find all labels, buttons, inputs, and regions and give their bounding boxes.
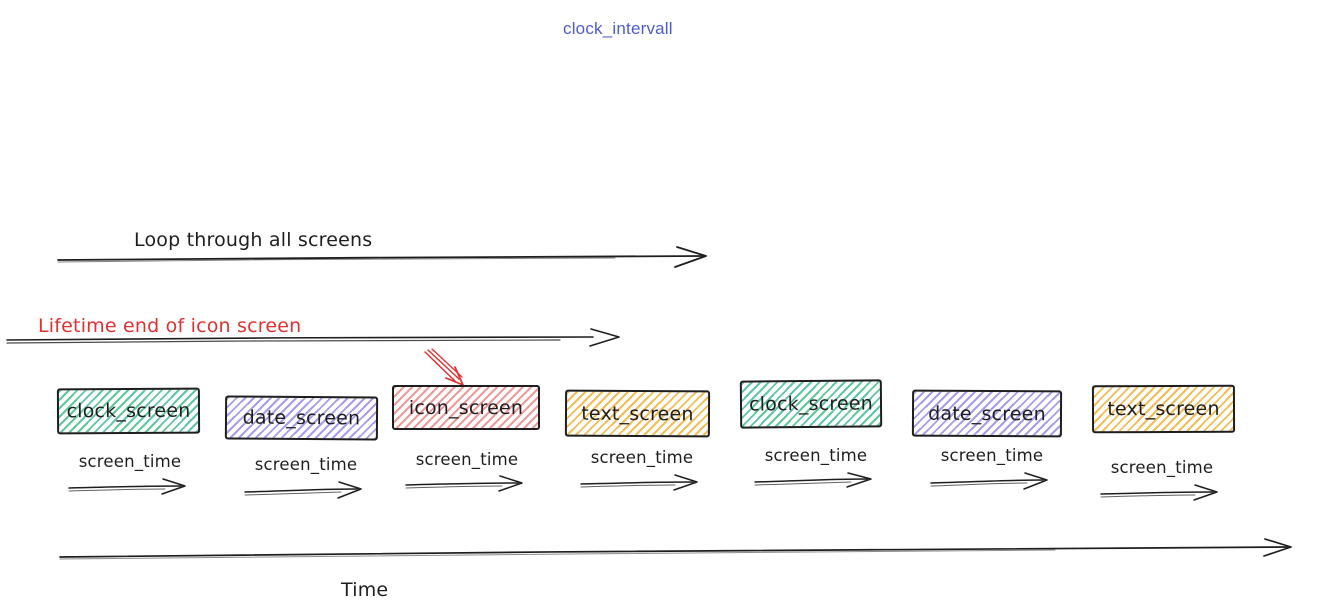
- red-pointer-arrow: [424, 348, 464, 386]
- screen-time-arrow: [244, 481, 362, 499]
- screen-time-label: screen_time: [1110, 458, 1214, 477]
- lifetime-arrow: [6, 328, 620, 347]
- screen-time-label: screen_time: [78, 452, 182, 471]
- interval-group-7: screen_time: [1098, 458, 1226, 503]
- interval-group-2: screen_time: [240, 455, 372, 500]
- loop-arrow-label: Loop through all screens: [134, 229, 373, 251]
- screen-box-date-1: date_screen: [224, 395, 379, 441]
- screen-time-label: screen_time: [764, 446, 868, 465]
- screen-box-label: clock_screen: [66, 399, 191, 423]
- screen-time-arrow: [405, 475, 523, 492]
- screen-box-label: text_screen: [1107, 397, 1220, 421]
- interval-group-6: screen_time: [928, 446, 1056, 491]
- time-axis-label: Time: [341, 579, 389, 601]
- screen-box-label: clock_screen: [748, 392, 874, 416]
- interval-group-1: screen_time: [66, 452, 194, 497]
- screen-box-label: date_screen: [928, 402, 1046, 425]
- screen-time-arrow: [1100, 484, 1218, 501]
- screen-time-label: screen_time: [940, 446, 1044, 465]
- screen-box-date-2: date_screen: [911, 389, 1063, 438]
- page-title: clock_intervall: [563, 19, 673, 38]
- screen-box-label: date_screen: [242, 406, 361, 430]
- screen-time-arrow: [580, 474, 698, 491]
- screen-box-label: icon_screen: [408, 396, 524, 419]
- interval-group-4: screen_time: [578, 448, 706, 493]
- screen-time-label: screen_time: [415, 450, 519, 469]
- lifetime-arrow-label: Lifetime end of icon screen: [38, 315, 302, 337]
- screen-box-clock-2: clock_screen: [739, 379, 883, 429]
- screen-time-label: screen_time: [590, 448, 694, 467]
- screen-time-label: screen_time: [254, 455, 358, 474]
- interval-group-3: screen_time: [402, 450, 532, 495]
- screen-box-text-2: text_screen: [1091, 384, 1236, 434]
- screen-time-arrow: [754, 472, 872, 488]
- screen-box-label: text_screen: [581, 402, 694, 425]
- screen-time-arrow: [68, 478, 186, 495]
- interval-group-5: screen_time: [752, 446, 880, 491]
- screen-box-text-1: text_screen: [564, 389, 711, 438]
- screen-box-icon: icon_screen: [392, 385, 540, 430]
- screen-box-clock-1: clock_screen: [56, 387, 201, 435]
- time-axis-arrow: [59, 538, 1292, 560]
- loop-arrow: [57, 246, 707, 268]
- screen-time-arrow: [930, 472, 1048, 490]
